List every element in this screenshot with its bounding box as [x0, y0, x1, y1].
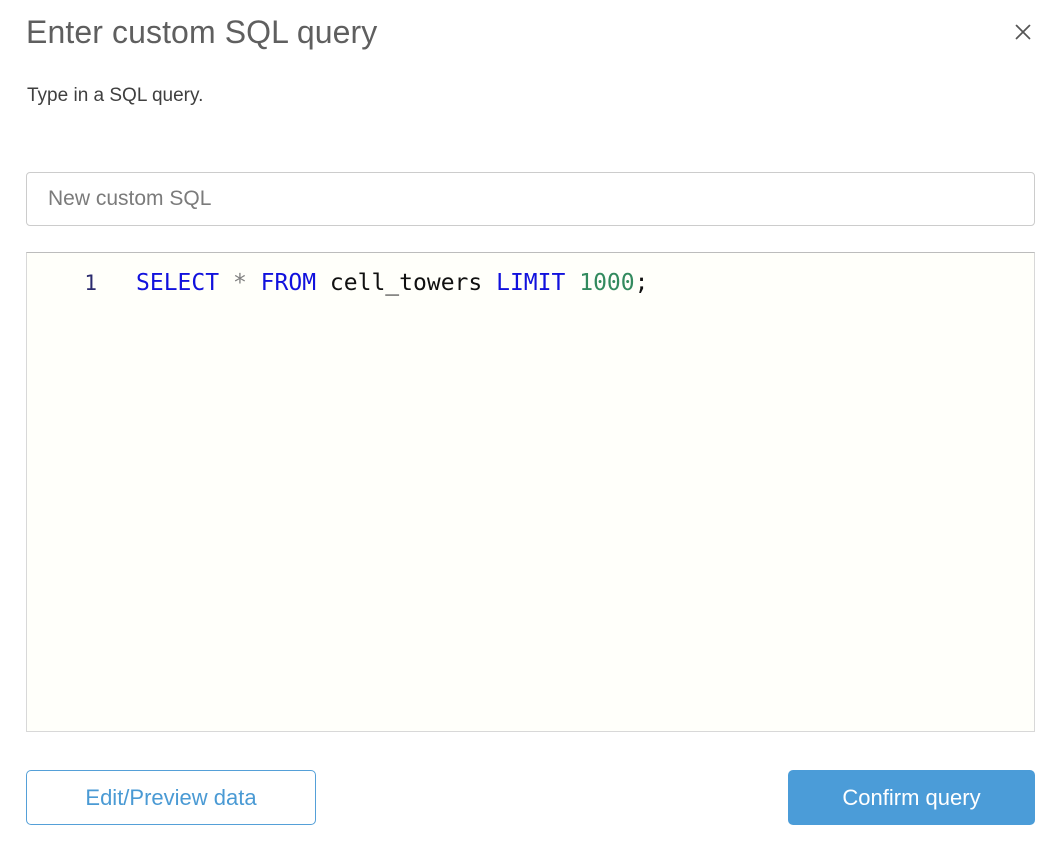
sql-name-input[interactable]	[26, 172, 1035, 226]
sql-token-number: 1000	[579, 270, 635, 296]
sql-token-plain	[565, 270, 579, 296]
sql-token-punct: ;	[634, 270, 649, 296]
sql-token-plain	[316, 270, 330, 296]
sql-token-plain	[482, 270, 496, 296]
sql-token-operator: *	[232, 270, 247, 296]
confirm-query-button[interactable]: Confirm query	[788, 770, 1035, 825]
sql-token-plain	[247, 270, 261, 296]
code-line: 1 SELECT * FROM cell_towers LIMIT 1000;	[27, 268, 1034, 298]
sql-token-keyword: LIMIT	[496, 270, 566, 296]
sql-token-ident: cell_towers	[329, 270, 483, 296]
line-number: 1	[84, 271, 97, 295]
sql-code-editor[interactable]: 1 SELECT * FROM cell_towers LIMIT 1000;	[26, 252, 1035, 732]
sql-token-keyword: FROM	[260, 270, 317, 296]
dialog-subtitle: Type in a SQL query.	[27, 85, 204, 106]
sql-token-keyword: SELECT	[136, 270, 220, 296]
close-icon[interactable]	[1006, 15, 1040, 49]
sql-query-text: SELECT * FROM cell_towers LIMIT 1000;	[97, 268, 648, 298]
dialog-title: Enter custom SQL query	[26, 14, 378, 50]
sql-token-plain	[219, 270, 233, 296]
edit-preview-data-button[interactable]: Edit/Preview data	[26, 770, 316, 825]
